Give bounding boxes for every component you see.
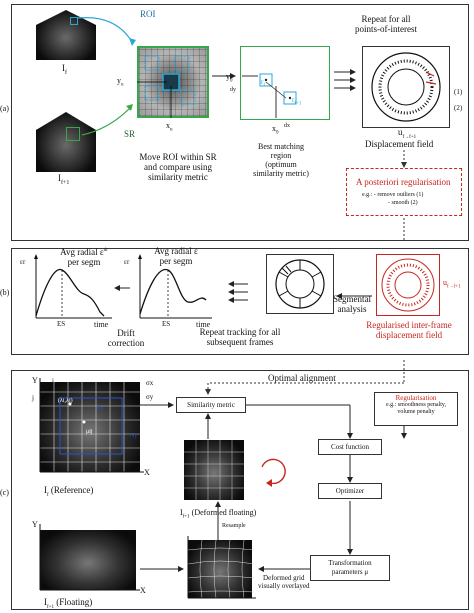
x0-label: x0 bbox=[272, 124, 279, 136]
sr-box bbox=[66, 127, 80, 141]
panel-a-label: (a) bbox=[0, 104, 9, 113]
displacement-field-box bbox=[362, 46, 450, 128]
roi-label: ROI bbox=[140, 9, 156, 19]
floating-axis-y: Y bbox=[32, 520, 38, 529]
deformed-grid-image bbox=[188, 540, 252, 598]
panel-c-label: (c) bbox=[0, 488, 9, 497]
rf1-label: rf+1 bbox=[292, 96, 302, 107]
deformed-grid-overlay bbox=[187, 536, 256, 599]
floating-axes bbox=[39, 524, 140, 591]
regularisation-title: A posteriori regularisation bbox=[356, 177, 451, 187]
ref-axis-x: X bbox=[144, 468, 150, 477]
reference-image bbox=[40, 382, 140, 472]
floating-axis-x: X bbox=[140, 586, 146, 595]
panel-b-label: (b) bbox=[0, 288, 10, 297]
panel-a bbox=[11, 4, 469, 241]
regularisation-box bbox=[346, 168, 462, 216]
segmental-ring bbox=[275, 259, 325, 309]
chart1-es: ES bbox=[57, 320, 66, 328]
floating-label: If+1 (Floating) bbox=[44, 597, 93, 610]
cost-function-box: Cost function bbox=[318, 439, 382, 455]
regularised-box bbox=[376, 254, 440, 316]
regularisation-smooth: - smooth (2) bbox=[388, 200, 418, 206]
ref-sigma-y: σy bbox=[146, 393, 154, 401]
sr-grid-roi-boxes bbox=[137, 55, 196, 118]
displacement-field-label: Displacement field bbox=[365, 139, 434, 149]
yu-label: yu bbox=[117, 76, 124, 88]
regularisation-eg: e.g.: - remove outliers (1) bbox=[362, 192, 424, 198]
chart1-title: Avg radial εdr per segm bbox=[60, 247, 108, 267]
reference-grid bbox=[39, 378, 144, 473]
label-2: (2) bbox=[454, 104, 463, 112]
strain-curves bbox=[34, 254, 372, 319]
label-1: (1) bbox=[454, 88, 463, 96]
u-field-label-b: uf→f+1 bbox=[443, 278, 461, 290]
roi-box bbox=[70, 17, 78, 25]
u-field-label-a: uf→f+1 bbox=[398, 127, 417, 140]
ref-j: j bbox=[32, 394, 34, 402]
regularised-ring bbox=[381, 258, 435, 312]
panel-c bbox=[11, 370, 469, 610]
xu-label: xu bbox=[166, 121, 173, 133]
chart2-es: ES bbox=[162, 320, 171, 328]
dx-label: dx bbox=[284, 123, 290, 129]
panel-b bbox=[11, 248, 469, 355]
dy-label: dy bbox=[230, 87, 236, 93]
sr-label: SR bbox=[124, 129, 136, 139]
deformed-floating-label: If+1 (Deformed floating) bbox=[180, 508, 257, 520]
frame-f-label: If bbox=[62, 63, 67, 76]
ref-point: (λi,λj) bbox=[58, 398, 73, 404]
resample-label: Resample bbox=[222, 523, 246, 529]
panel-c-connectors bbox=[140, 360, 407, 572]
similarity-metric-box: Similarity metric bbox=[176, 397, 246, 413]
ref-ny: Ny bbox=[130, 433, 138, 439]
displacement-field-ring bbox=[371, 52, 441, 122]
roi-sr-arrows bbox=[77, 17, 407, 240]
frame-f1-label: If+1 bbox=[58, 173, 70, 186]
y0-label: y0 bbox=[226, 72, 233, 84]
floating-image bbox=[40, 530, 136, 590]
best-match-box bbox=[240, 46, 330, 120]
chart2-time: time bbox=[196, 320, 211, 329]
deformed-floating-image bbox=[184, 440, 244, 500]
reference-label: If (Reference) bbox=[44, 485, 94, 498]
chart2-ylabel: εr bbox=[124, 258, 130, 266]
ref-mu: μij bbox=[86, 429, 93, 435]
chart1-time: time bbox=[94, 320, 109, 329]
chart1-ylabel: εr bbox=[20, 258, 26, 266]
ref-i: i bbox=[52, 377, 54, 385]
optimal-alignment-label: Optimal alignment bbox=[268, 373, 336, 383]
ref-axis-y: Y bbox=[32, 376, 38, 385]
ref-sigma-x: σx bbox=[146, 379, 154, 387]
deformed-floating-grid bbox=[184, 440, 244, 500]
regularisation-c-box: Regularisation e.g.: smoothness penalty,… bbox=[374, 392, 458, 426]
rf-label: rf bbox=[261, 78, 266, 89]
best-match-arrows bbox=[242, 73, 297, 118]
ref-nx: Nx bbox=[96, 406, 104, 412]
optimizer-box: Optimizer bbox=[318, 483, 382, 499]
segmental-box bbox=[266, 254, 334, 314]
